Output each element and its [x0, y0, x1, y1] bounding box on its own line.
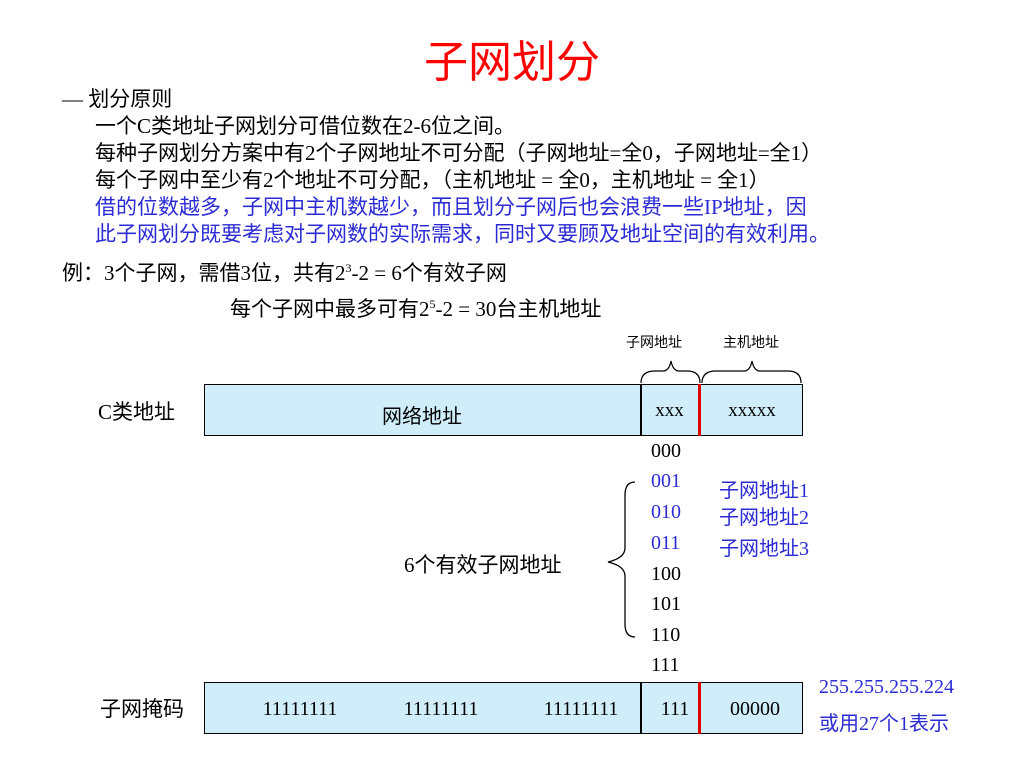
- subnet-code-1: 001: [651, 470, 681, 492]
- subnet-code-0: 000: [651, 440, 681, 462]
- valid-subnets-brace: [607, 481, 636, 638]
- subnet-note-1: 子网地址1: [719, 480, 809, 502]
- class-c-address-box: [204, 384, 803, 436]
- example-exponent-1: 3: [345, 261, 352, 275]
- mask-octet-3: 11111111: [543, 698, 619, 720]
- principles-heading: — 划分原则: [62, 87, 173, 111]
- subnet-code-4: 100: [651, 563, 681, 585]
- subnet-part-brace: [640, 360, 701, 384]
- subnet-mask-box: [204, 682, 803, 734]
- mask-octet-1: 11111111: [262, 698, 338, 720]
- subnet-mask-label: 子网掩码: [100, 697, 184, 721]
- subnet-host-divider: [698, 384, 701, 436]
- example-exponent-2: 5: [429, 297, 436, 311]
- subnet-note-3: 子网地址3: [719, 538, 809, 560]
- example-line-1: 例：3个子网，需借3位，共有23-2 = 6个有效子网: [62, 260, 507, 286]
- example-prefix: 例：3个子网，需借3位，共有2: [62, 261, 346, 285]
- subnet-code-6: 110: [651, 624, 681, 646]
- mask-alt-notation: 或用27个1表示: [819, 713, 949, 735]
- principle-line-4: 借的位数越多，子网中主机数越少，而且划分子网后也会浪费一些IP地址，因: [95, 195, 807, 219]
- principle-line-1: 一个C类地址子网划分可借位数在2-6位之间。: [95, 114, 515, 138]
- mask-host-bits: 00000: [730, 698, 780, 720]
- mask-decimal: 255.255.255.224: [819, 676, 954, 698]
- example-suffix-1: -2 = 6个有效子网: [351, 261, 507, 285]
- subnet-code-3: 011: [651, 532, 681, 554]
- principle-line-2: 每种子网划分方案中有2个子网地址不可分配（子网地址=全0，子网地址=全1）: [95, 141, 823, 165]
- example-prefix-2: 每个子网中最多可有2: [230, 297, 430, 321]
- valid-subnets-label: 6个有效子网地址: [404, 553, 562, 577]
- mask-network-subnet-divider: [640, 682, 642, 734]
- mask-subnet-bits: 111: [660, 698, 690, 720]
- network-address-cell: 网络地址: [382, 406, 462, 428]
- subnet-code-5: 101: [651, 593, 681, 615]
- example-suffix-2: -2 = 30台主机地址: [435, 297, 602, 321]
- mask-subnet-host-divider: [698, 682, 701, 734]
- page-title: 子网划分: [424, 38, 600, 87]
- subnet-code-2: 010: [651, 501, 681, 523]
- mask-octet-2: 11111111: [403, 698, 479, 720]
- host-bits-cell: xxxxx: [728, 400, 776, 421]
- example-line-2: 每个子网中最多可有25-2 = 30台主机地址: [230, 296, 601, 322]
- host-part-brace: [701, 360, 802, 384]
- principle-line-3: 每个子网中至少有2个地址不可分配，（主机地址 = 全0，主机地址 = 全1）: [95, 168, 770, 192]
- subnet-part-label: 子网地址: [626, 336, 682, 351]
- principle-line-5: 此子网划分既要考虑对子网数的实际需求，同时又要顾及地址空间的有效利用。: [95, 222, 830, 246]
- network-subnet-divider: [640, 384, 642, 436]
- subnet-code-7: 111: [651, 654, 680, 676]
- class-c-label: C类地址: [98, 400, 176, 424]
- subnet-bits-cell: xxx: [655, 400, 684, 421]
- subnet-note-2: 子网地址2: [719, 507, 809, 529]
- host-part-label: 主机地址: [723, 336, 779, 351]
